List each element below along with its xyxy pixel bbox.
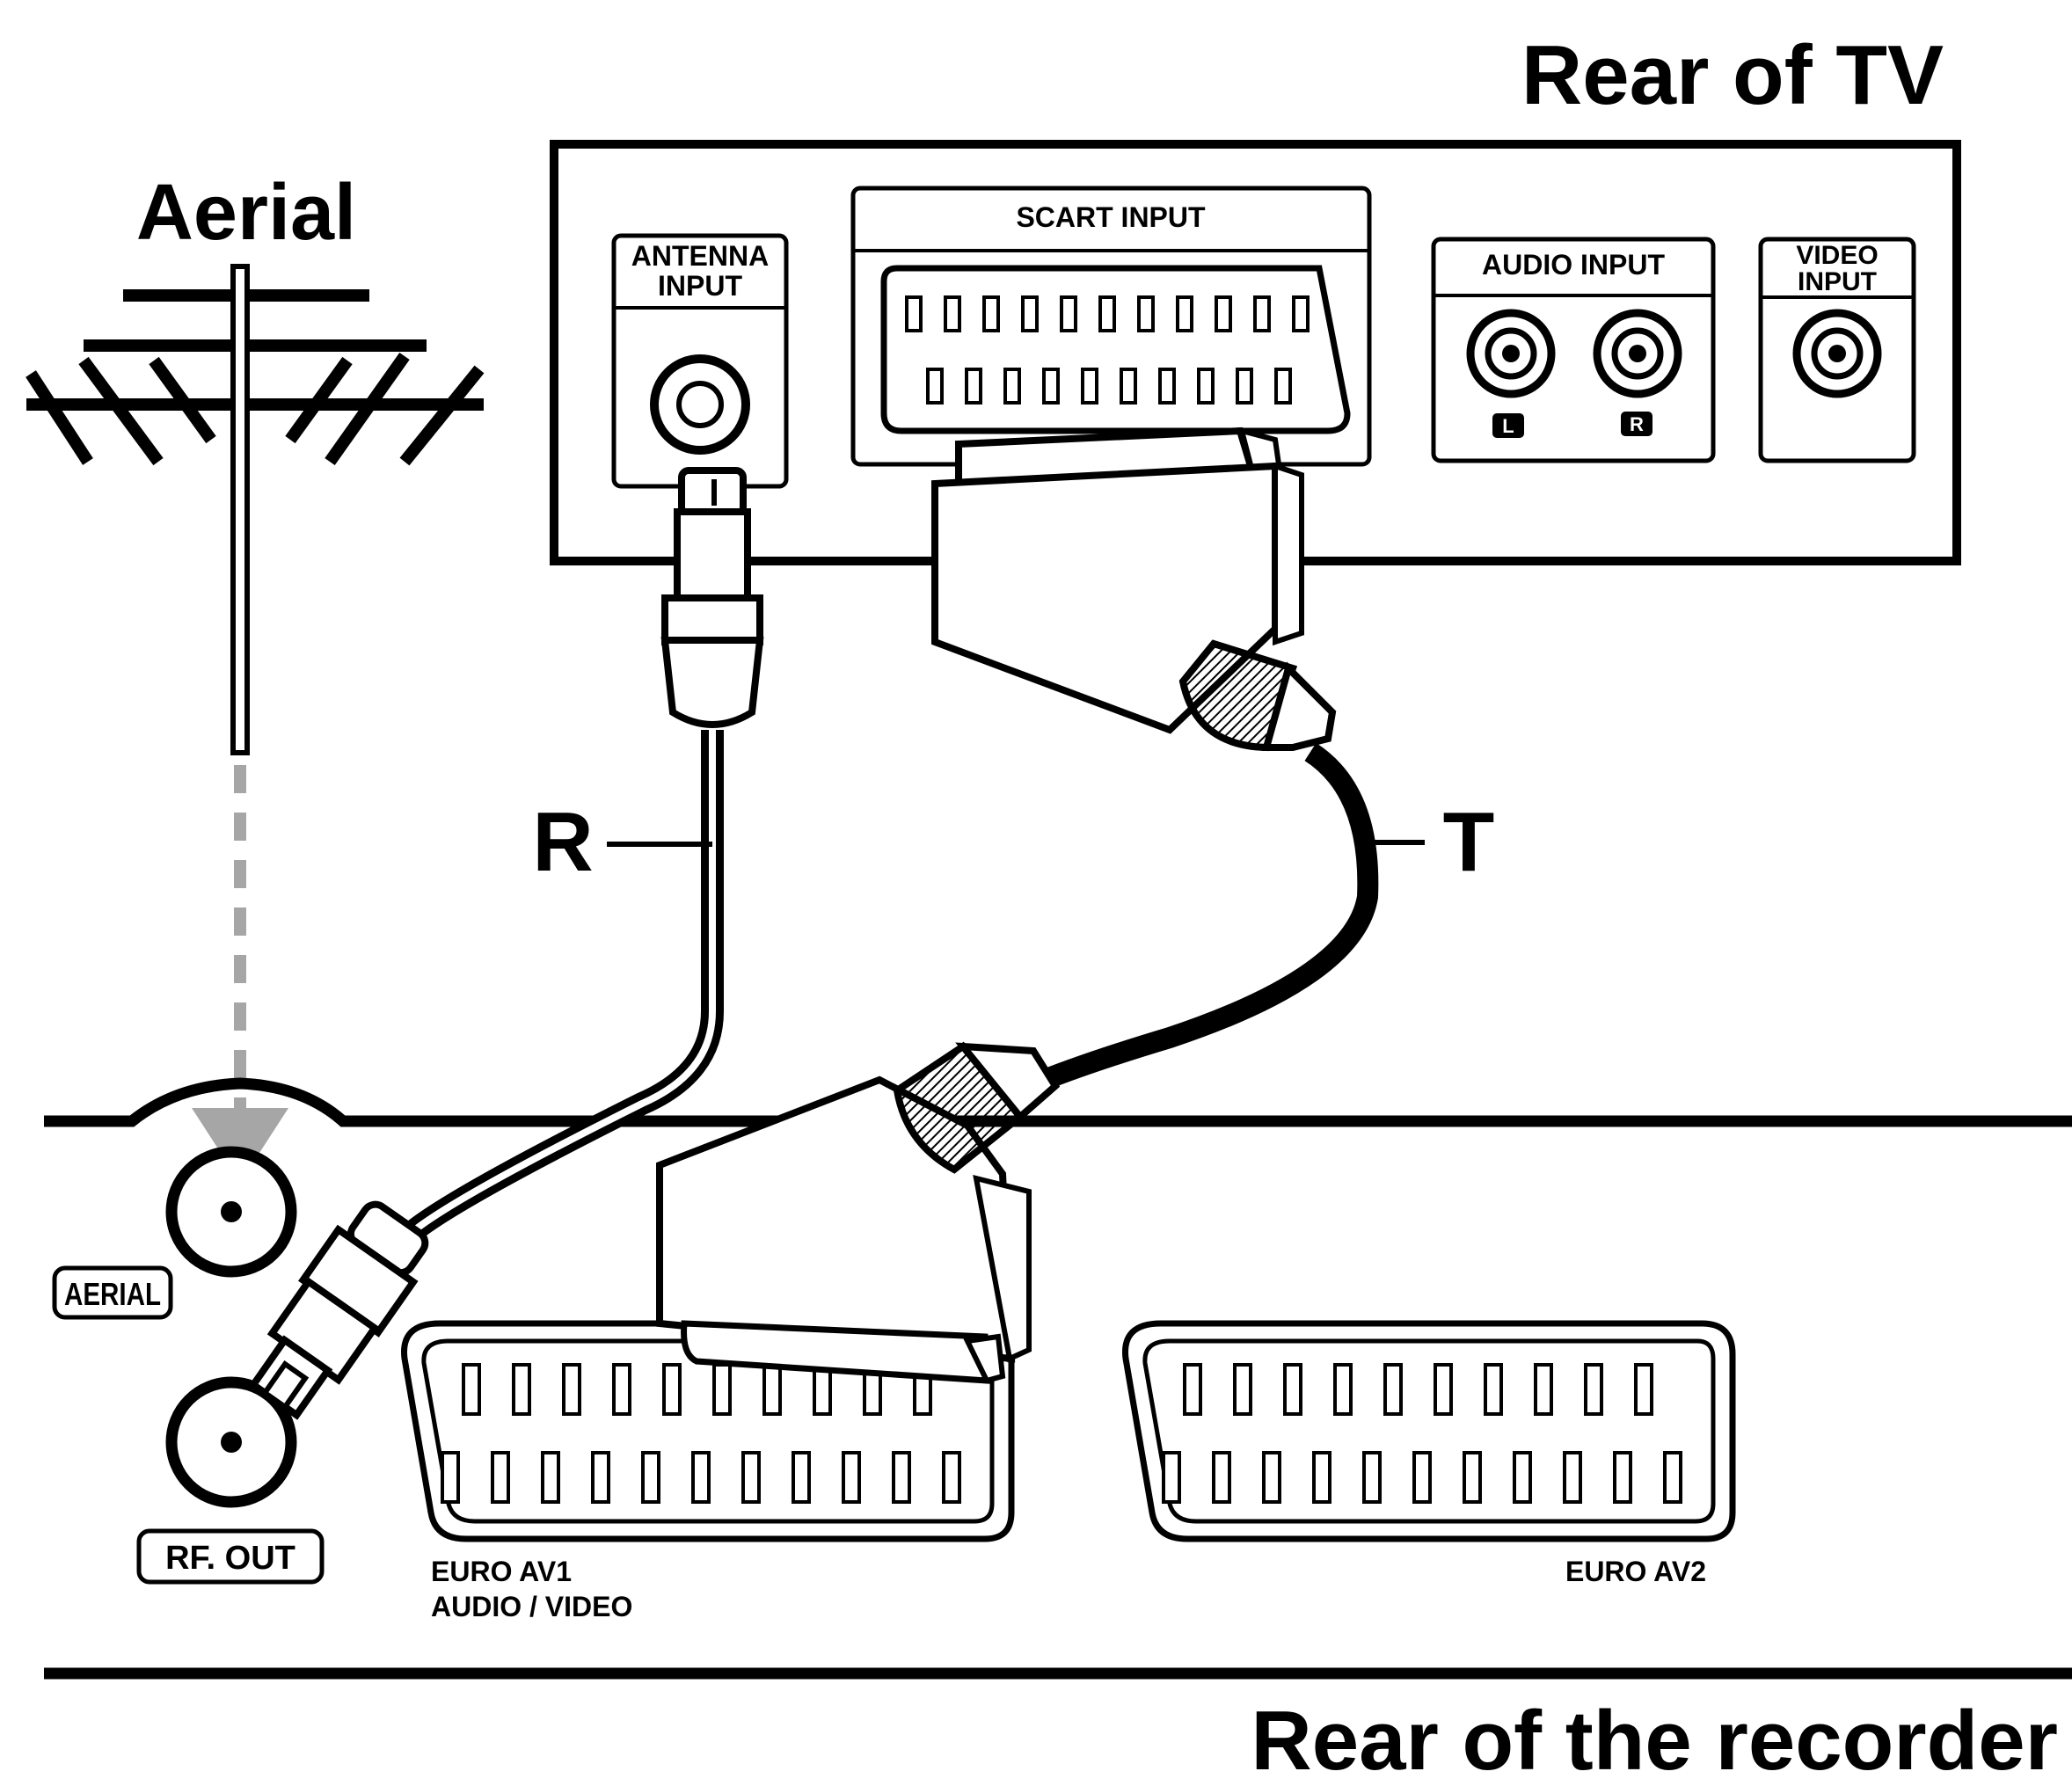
aerial-title: Aerial bbox=[136, 169, 356, 257]
aerial-jack-label: AERIAL bbox=[64, 1276, 161, 1312]
euro-av2-label: EURO AV2 bbox=[1565, 1556, 1706, 1587]
euro-av2-socket: EURO AV2 bbox=[1122, 1320, 1736, 1587]
recorder-title: Rear of the recorder bbox=[1251, 1694, 2058, 1786]
scart-pins bbox=[441, 1363, 961, 1504]
scart-cable: T bbox=[656, 426, 1495, 1384]
euro-av1-socket: EURO AV1 AUDIO / VIDEO bbox=[401, 1320, 1015, 1622]
recorder-aerial-jack: AERIAL bbox=[52, 1146, 297, 1320]
scart-cable-label: T bbox=[1443, 795, 1495, 889]
video-input-label-2: INPUT bbox=[1798, 267, 1877, 296]
tv-title: Rear of TV bbox=[1521, 28, 1944, 122]
rf-plug-bottom bbox=[248, 1200, 429, 1420]
rf-cable: R bbox=[248, 467, 764, 1420]
audio-input-panel: AUDIO INPUT L R bbox=[1431, 237, 1716, 463]
scart-pins bbox=[905, 295, 1310, 405]
aerial-antenna-icon bbox=[26, 264, 485, 755]
antenna-input-label-2: INPUT bbox=[658, 270, 742, 302]
scart-plug-top bbox=[931, 426, 1337, 752]
antenna-input-panel: ANTENNA INPUT bbox=[611, 233, 789, 489]
rf-plug-top bbox=[660, 467, 764, 728]
scart-plug-bottom bbox=[656, 1041, 1061, 1384]
antenna-input-label: ANTENNA bbox=[631, 240, 769, 272]
aerial-guide-arrow bbox=[192, 765, 288, 1183]
recorder-rf-out-jack: RF. OUT bbox=[136, 1376, 325, 1585]
scart-pins bbox=[1162, 1363, 1682, 1504]
scart-input-label: SCART INPUT bbox=[1016, 201, 1206, 233]
audio-right-label: R bbox=[1630, 413, 1644, 435]
rf-cable-label: R bbox=[532, 795, 593, 889]
audio-input-label: AUDIO INPUT bbox=[1482, 249, 1665, 281]
recorder-rear-panel bbox=[44, 1077, 2072, 1680]
scart-input-panel: SCART INPUT bbox=[850, 186, 1372, 467]
euro-av1-label: EURO AV1 bbox=[431, 1556, 572, 1587]
rf-out-label: RF. OUT bbox=[165, 1540, 295, 1577]
video-input-panel: VIDEO INPUT bbox=[1758, 237, 1916, 463]
euro-av1-sublabel: AUDIO / VIDEO bbox=[431, 1591, 632, 1622]
audio-left-label: L bbox=[1502, 415, 1514, 437]
video-input-label: VIDEO bbox=[1796, 241, 1878, 270]
